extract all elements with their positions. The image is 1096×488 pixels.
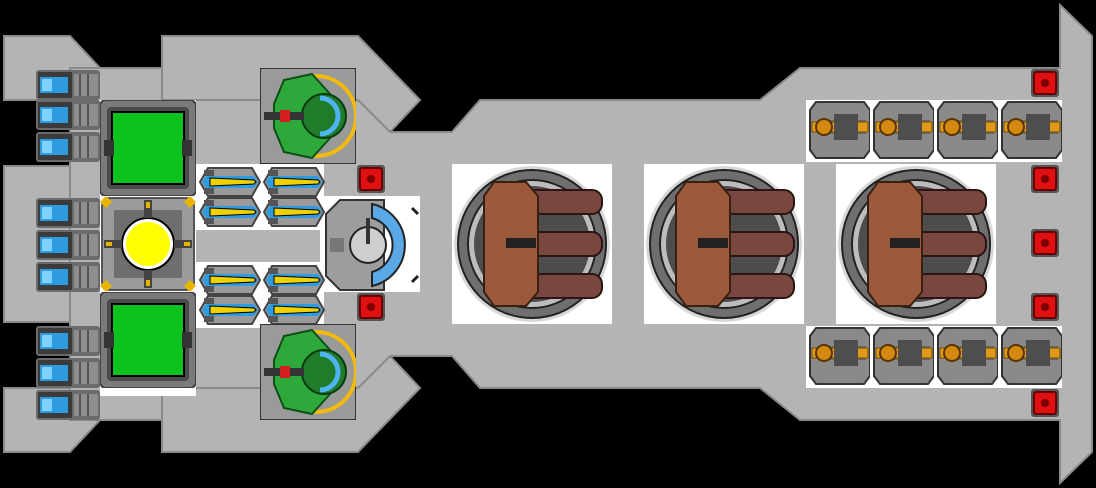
yellow-core-icon[interactable] [100, 196, 196, 292]
triple-barrel-cannon-icon[interactable] [644, 164, 804, 324]
red-node-icon[interactable] [1030, 68, 1060, 98]
red-node-icon[interactable] [1030, 164, 1060, 194]
thruster-icon[interactable] [36, 358, 100, 388]
orange-flak-gun-icon[interactable] [808, 326, 870, 386]
red-node-icon[interactable] [1030, 388, 1060, 418]
red-node-icon[interactable] [356, 164, 386, 194]
thruster-icon[interactable] [36, 262, 100, 292]
yellow-missile-pod-icon[interactable] [198, 264, 262, 296]
yellow-missile-pod-icon[interactable] [262, 166, 326, 198]
orange-flak-gun-icon[interactable] [1000, 326, 1062, 386]
orange-flak-gun-icon[interactable] [872, 326, 934, 386]
red-node-icon[interactable] [356, 292, 386, 322]
orange-flak-gun-icon[interactable] [808, 100, 870, 160]
thruster-icon[interactable] [36, 230, 100, 260]
thruster-icon[interactable] [36, 326, 100, 356]
yellow-missile-pod-icon[interactable] [262, 294, 326, 326]
red-node-icon[interactable] [1030, 228, 1060, 258]
green-turret-icon[interactable] [260, 324, 356, 420]
triple-barrel-cannon-icon[interactable] [452, 164, 612, 324]
green-turret-icon[interactable] [260, 68, 356, 164]
shield-generator-icon[interactable] [324, 198, 420, 292]
yellow-missile-pod-icon[interactable] [262, 196, 326, 228]
triple-barrel-cannon-icon[interactable] [836, 164, 996, 324]
red-node-icon[interactable] [1030, 292, 1060, 322]
yellow-missile-pod-icon[interactable] [198, 166, 262, 198]
yellow-missile-pod-icon[interactable] [198, 294, 262, 326]
green-reactor-icon[interactable] [100, 292, 196, 388]
thruster-icon[interactable] [36, 132, 100, 162]
thruster-icon[interactable] [36, 70, 100, 100]
orange-flak-gun-icon[interactable] [936, 100, 998, 160]
yellow-missile-pod-icon[interactable] [262, 264, 326, 296]
orange-flak-gun-icon[interactable] [1000, 100, 1062, 160]
thruster-icon[interactable] [36, 390, 100, 420]
thruster-icon[interactable] [36, 100, 100, 130]
yellow-missile-pod-icon[interactable] [198, 196, 262, 228]
thruster-icon[interactable] [36, 198, 100, 228]
orange-flak-gun-icon[interactable] [936, 326, 998, 386]
orange-flak-gun-icon[interactable] [872, 100, 934, 160]
green-reactor-icon[interactable] [100, 100, 196, 196]
